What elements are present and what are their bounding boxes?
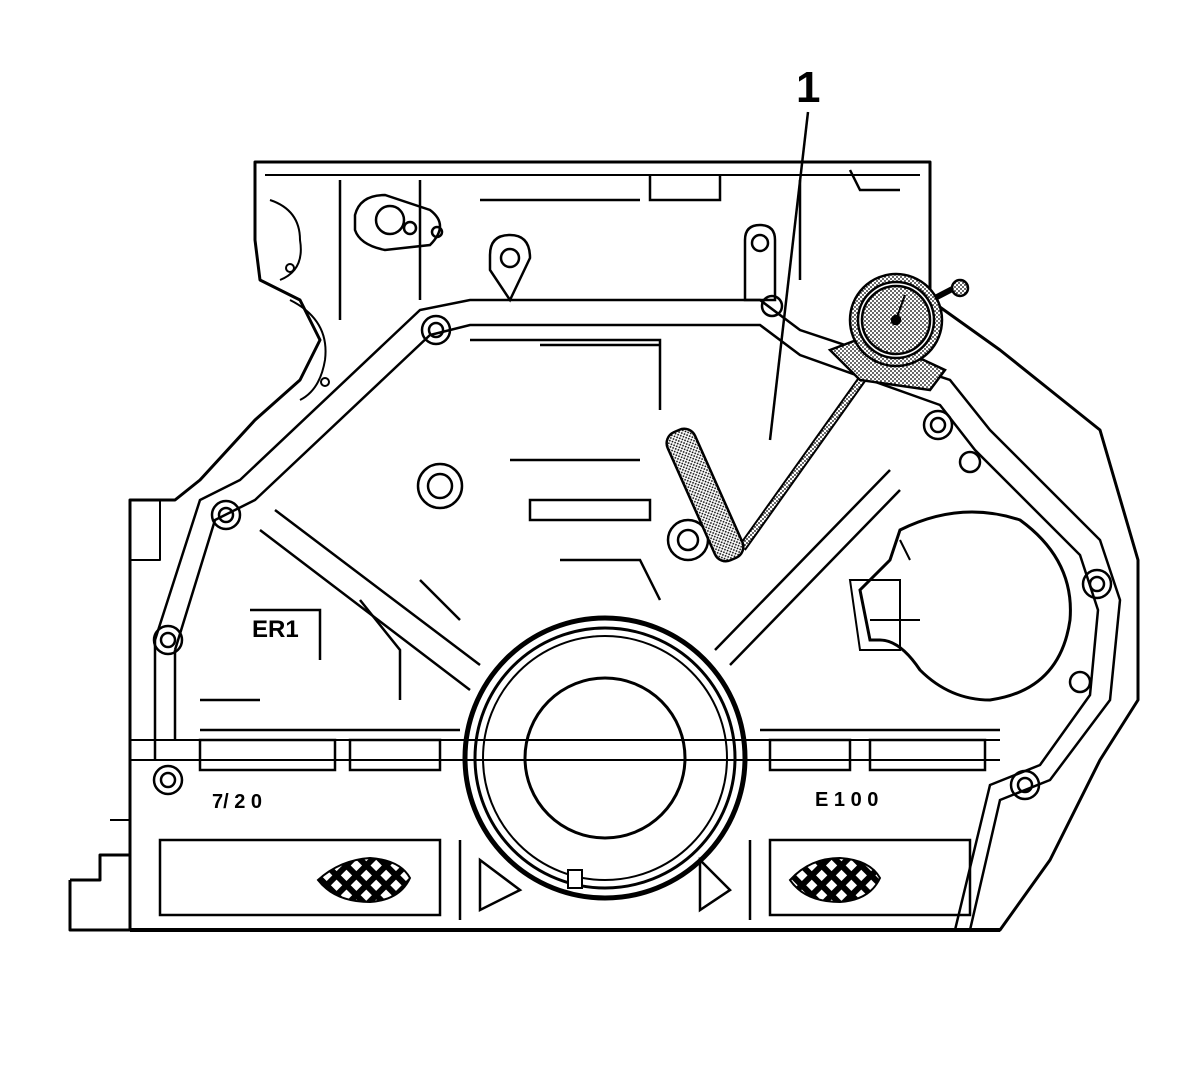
top-oil-passage-bosses [338, 169, 900, 320]
sealant-hatch-areas [316, 856, 882, 904]
callout-1: 1 [768, 63, 820, 441]
front-cover-gasket-flange [153, 298, 1122, 931]
flange-bolt-holes [152, 294, 1113, 801]
block-ribs [200, 338, 1000, 732]
casting-marks: ER1 7/ 2 0 E 1 0 0 [212, 616, 878, 813]
crankshaft-seal-bore [462, 615, 748, 901]
callout-label: 1 [796, 63, 820, 112]
casting-mark-right: E 1 0 0 [815, 789, 878, 811]
engine-block-outline [68, 160, 1140, 932]
callout-leader-line [768, 111, 810, 441]
indicator-t-handle [665, 427, 745, 563]
casting-mark-er1: ER1 [252, 616, 299, 643]
casting-mark-number: 7/ 2 0 [212, 791, 262, 813]
right-side-bore [848, 510, 1072, 702]
pan-rail-windows [158, 738, 987, 920]
dial-indicator-tool [665, 272, 970, 563]
